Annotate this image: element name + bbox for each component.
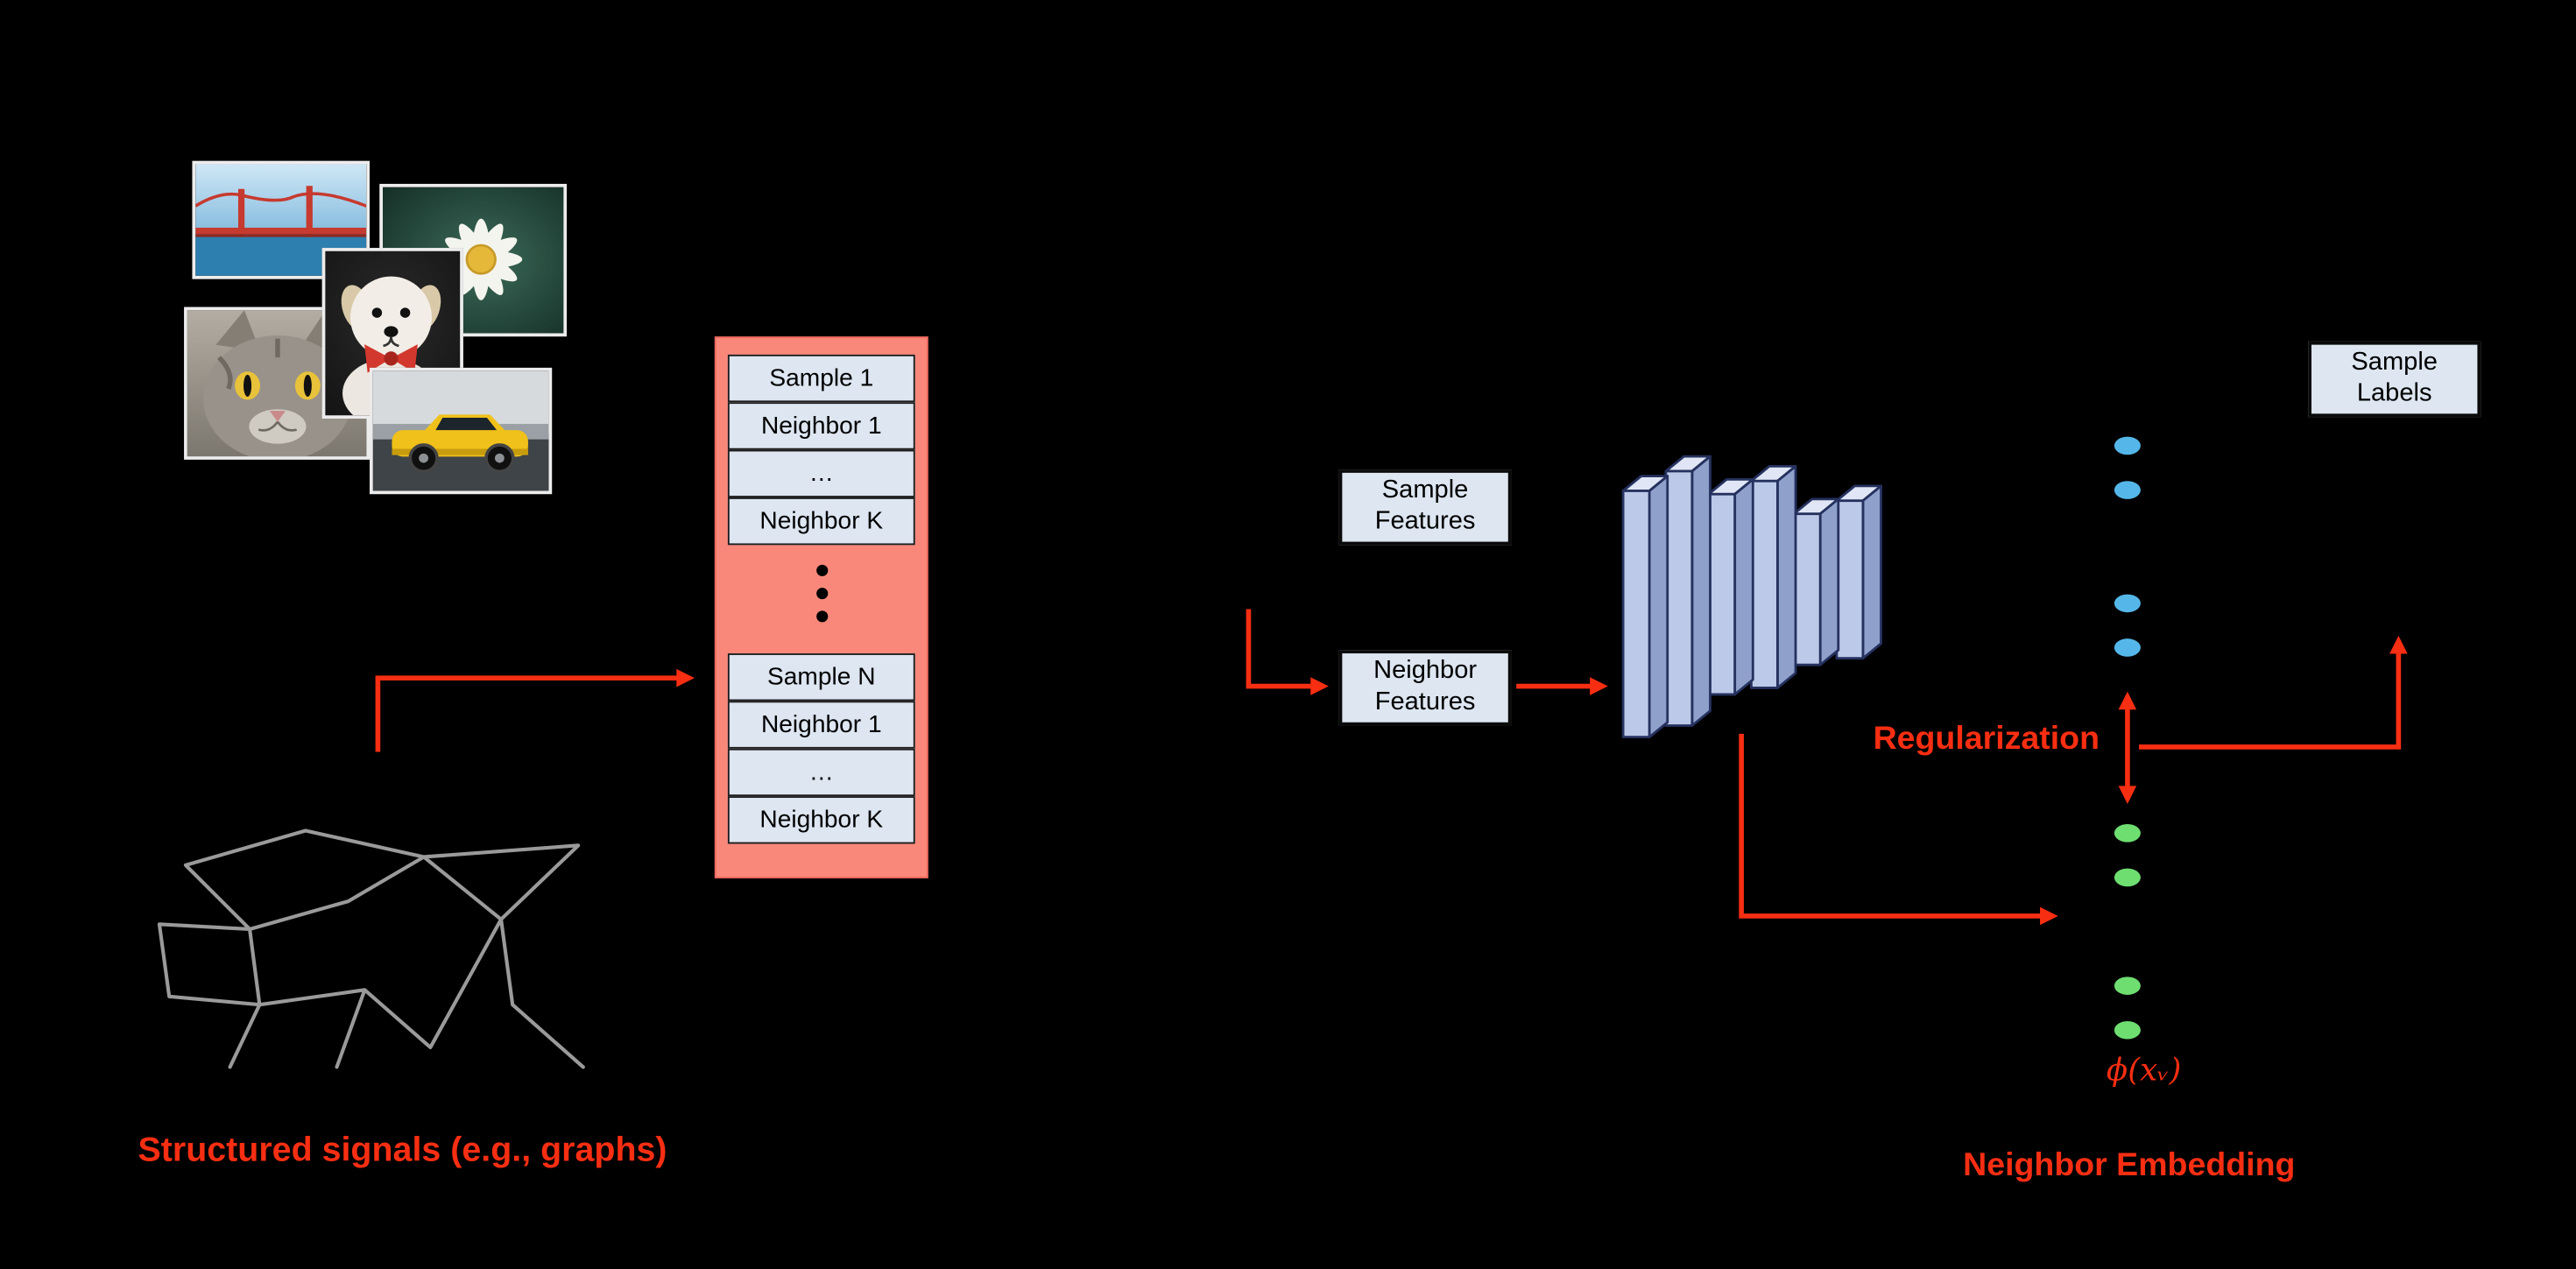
phi-embedding-formula: ϕ(xᵥ): [2106, 1052, 2182, 1089]
batch-row: Neighbor 1: [727, 701, 915, 749]
arrow-embedding-to-labels: [2139, 635, 2408, 750]
neighbor-embedding-caption: Neighbor Embedding: [1963, 1147, 2296, 1184]
structured-signals-caption: Structured signals (e.g., graphs): [138, 1131, 667, 1169]
batch-row: …: [727, 449, 915, 497]
batch-row: …: [727, 748, 915, 797]
neighbor-embedding-dot: [2114, 1020, 2141, 1040]
graph-edges: [157, 828, 585, 1069]
sample-features-box: Sample Features: [1338, 469, 1512, 546]
nn-layer: [1835, 484, 1882, 660]
sample-embedding-dot: [2114, 638, 2141, 657]
nn-layer: [1707, 477, 1754, 696]
arrow-graph-to-batch: [375, 668, 695, 752]
regularization-caption: Regularization: [1873, 720, 2100, 758]
structured-graph: [157, 828, 585, 1069]
sample-labels-box: Sample Labels: [2308, 341, 2481, 418]
batch-row: Sample N: [727, 653, 915, 701]
training-batch-table: Sample 1 Neighbor 1 … Neighbor K Sample …: [714, 336, 928, 878]
nn-layer: [1792, 497, 1840, 666]
batch-row: Sample 1: [727, 354, 915, 403]
arrow-nn-to-neighbor-embedding: [1739, 733, 2058, 926]
car-illustration: [372, 370, 549, 491]
neighbor-embedding-dot: [2114, 976, 2141, 995]
nn-layer: [1621, 475, 1669, 739]
sample-embedding-dot: [2114, 594, 2141, 613]
arrow-into-neighbor-features: [1246, 609, 1329, 695]
batch-ellipsis-dot: [816, 588, 829, 600]
neural-network-layers: [1621, 455, 1882, 739]
batch-row: Neighbor 1: [727, 402, 915, 450]
batch-ellipsis-dot: [816, 564, 829, 576]
nn-layer: [1664, 455, 1711, 727]
batch-ellipsis-dot: [816, 610, 829, 623]
neighbor-embedding-dot: [2114, 868, 2141, 887]
yellow-sports-car-photo: [370, 367, 553, 495]
batch-row: Neighbor K: [727, 796, 915, 844]
neighbor-features-box: Neighbor Features: [1338, 650, 1512, 726]
sample-embedding-dot: [2114, 481, 2141, 499]
batch-row: Neighbor K: [727, 497, 915, 546]
sample-embedding-dot: [2114, 436, 2141, 455]
nn-layer: [1749, 464, 1797, 689]
neighbor-embedding-dot: [2114, 823, 2141, 842]
